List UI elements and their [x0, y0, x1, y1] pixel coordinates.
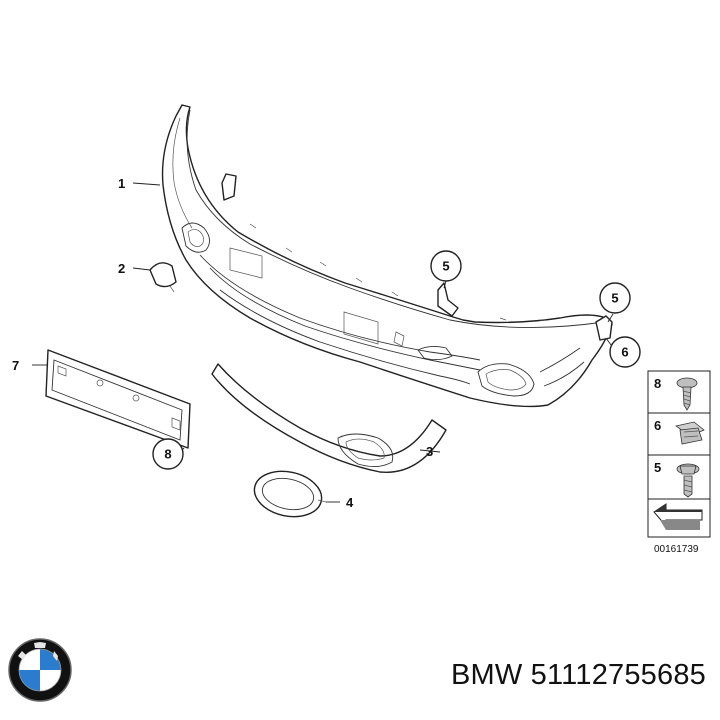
callout-circle-6 [609, 336, 641, 368]
callout-8: 8 [164, 447, 171, 462]
callout-5a: 5 [442, 259, 449, 274]
callout-6: 6 [621, 345, 628, 360]
callout-circle-5b [599, 282, 631, 314]
callout-4: 4 [346, 495, 354, 510]
callout-circle-8 [152, 438, 184, 470]
clip-part [149, 262, 177, 293]
fog-lamp-ring [253, 470, 327, 518]
bumper-panel [161, 104, 613, 408]
bolt-icon [676, 463, 700, 498]
fastener-legend: 8 6 5 00161739 [647, 370, 711, 555]
legend-num-6: 6 [654, 418, 661, 433]
callout-3: 3 [426, 444, 433, 459]
callout-7: 7 [12, 358, 19, 373]
screw-icon [676, 377, 698, 411]
bmw-logo-icon [8, 638, 72, 702]
callout-circle-5a [430, 250, 462, 282]
legend-num-5: 5 [654, 460, 661, 475]
legend-num-8: 8 [654, 376, 661, 391]
direction-arrow-icon [653, 503, 703, 530]
part-number-caption: BMW 51112755685 [450, 659, 706, 691]
callout-2: 2 [118, 261, 125, 276]
grille-trim-strip [211, 363, 447, 473]
callout-5b: 5 [611, 291, 618, 306]
callout-1: 1 [118, 176, 125, 191]
license-plate-bracket [45, 349, 191, 449]
clip-nut-icon [675, 421, 705, 445]
diagram-id: 00161739 [654, 544, 699, 555]
